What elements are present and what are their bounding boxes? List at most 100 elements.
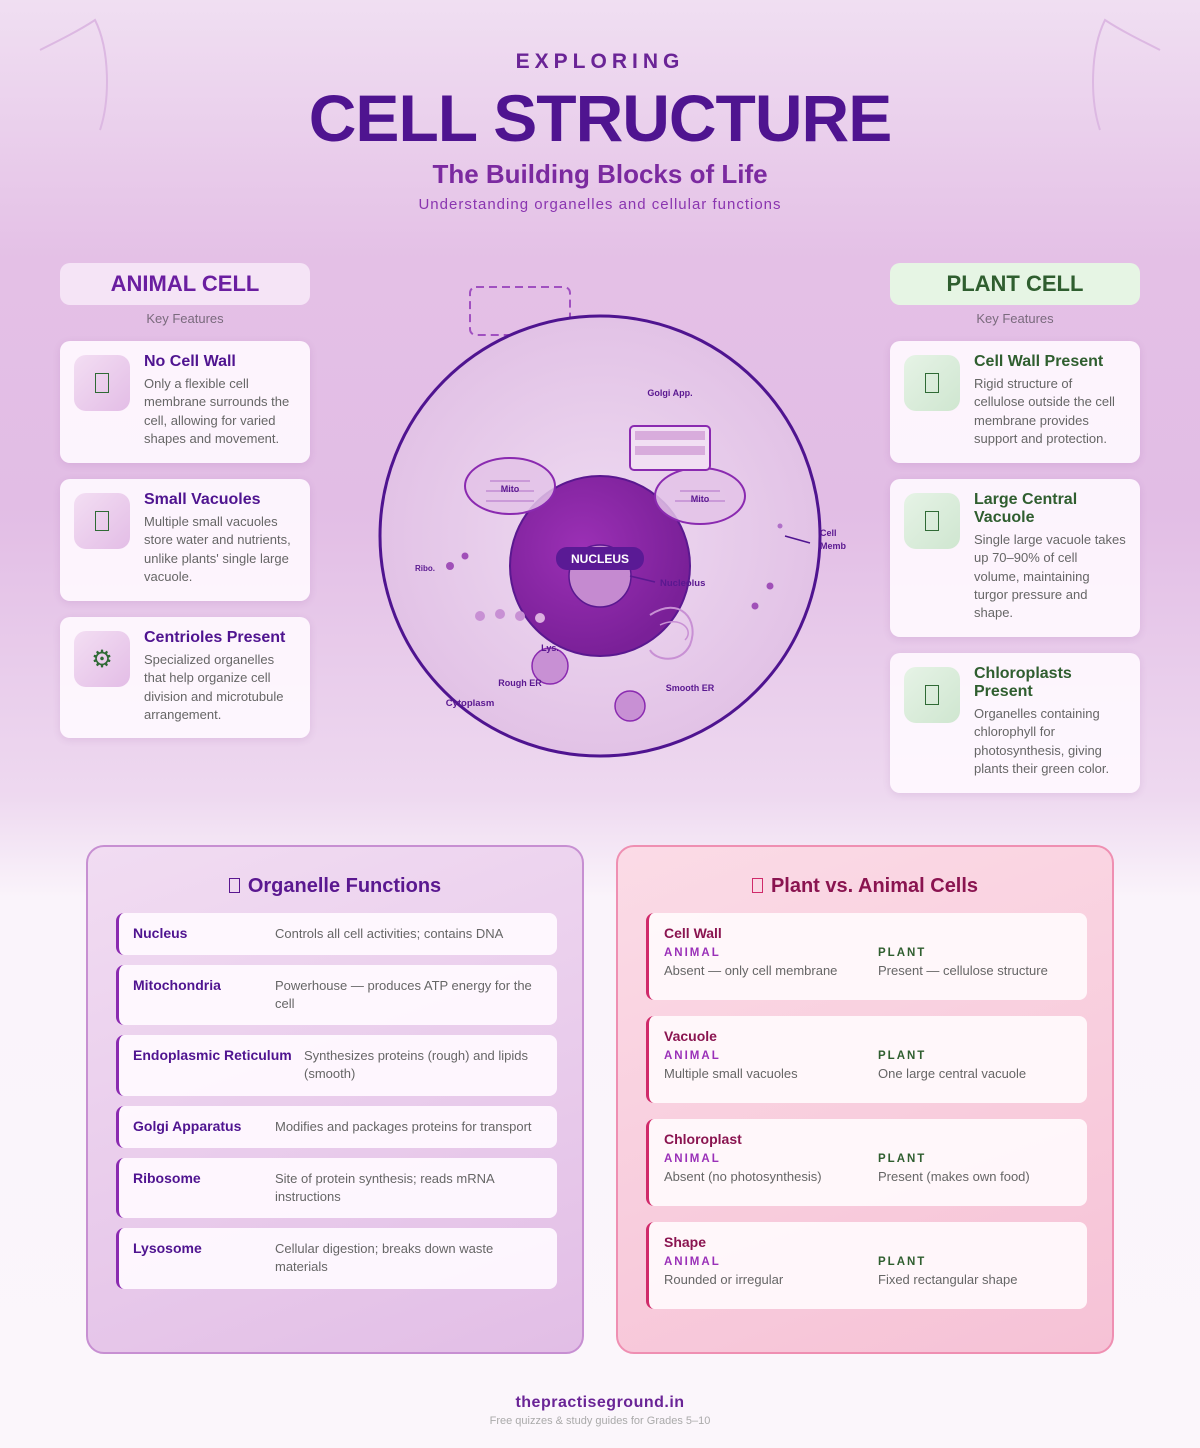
card-title: Small Vacuoles <box>144 491 261 508</box>
animal-label: ANIMAL <box>664 1153 721 1165</box>
smooth-er-label: Smooth ER <box>666 683 715 693</box>
organelle-desc: Powerhouse — produces ATP energy for the… <box>275 978 532 1011</box>
missing-glyph-icon <box>751 878 763 893</box>
table-row: Ribosome Site of protein synthesis; reads… <box>116 1158 557 1218</box>
organelle-name: Golgi Apparatus <box>133 1118 242 1134</box>
plant-value: Fixed rectangular shape <box>878 1272 1018 1287</box>
feature-name: Cell Wall <box>664 925 722 941</box>
card-title: Chloroplasts Present <box>974 665 1072 700</box>
organelle-name: Nucleus <box>133 925 188 941</box>
animal-value: Rounded or irregular <box>664 1272 784 1287</box>
animal-label: ANIMAL <box>664 947 721 959</box>
table-row: Lysosome Cellular digestion; breaks down … <box>116 1228 557 1289</box>
decorative-curves <box>39 18 1161 131</box>
missing-glyph-icon <box>904 493 960 549</box>
comparison-row: Cell Wall ANIMAL Absent — only cell membr… <box>646 913 1087 1000</box>
organelle-desc: Synthesizes proteins (rough) and lipids … <box>304 1048 529 1081</box>
comparison-row: Vacuole ANIMAL Multiple small vacuoles PL… <box>646 1016 1087 1103</box>
comparison-row: Shape ANIMAL Rounded or irregular PLANT Fi… <box>646 1222 1087 1309</box>
card-text: Specialized organelles that help organiz… <box>144 652 284 722</box>
missing-glyph-icon <box>74 493 130 549</box>
cytoplasm-label: Cytoplasm <box>446 698 495 709</box>
plant-value: One large central vacuole <box>878 1066 1027 1081</box>
smooth-er <box>649 606 694 660</box>
animal-value: Multiple small vacuoles <box>664 1066 798 1081</box>
card-title: Centrioles Present <box>144 629 286 646</box>
nucleus-label: NUCLEUS <box>571 552 629 566</box>
card-title: No Cell Wall <box>144 353 236 370</box>
organelle-name: Mitochondria <box>133 977 221 993</box>
animal-value: Absent (no photosynthesis) <box>664 1169 822 1184</box>
animal-feature-card: Small Vacuoles Multiple small vacuoles s… <box>60 479 310 601</box>
animal-label: ANIMAL <box>664 1256 721 1268</box>
gear-icon: ⚙ <box>74 631 130 687</box>
card-title: Cell Wall Present <box>974 353 1104 370</box>
card-text: Rigid structure of cellulose outside the… <box>974 376 1115 446</box>
feature-name: Shape <box>664 1234 707 1250</box>
animal-label: ANIMAL <box>664 1050 721 1062</box>
plant-cell-heading: PLANT CELL <box>890 263 1140 305</box>
organelle-name: Ribosome <box>133 1170 201 1186</box>
panel-title: Plant vs. Animal Cells <box>770 875 979 897</box>
plant-value: Present — cellulose structure <box>878 963 1048 978</box>
card-text: Only a flexible cell membrane surrounds … <box>144 376 290 446</box>
rough-er-label: Rough ER <box>498 678 542 688</box>
missing-glyph-icon <box>904 355 960 411</box>
feature-name: Vacuole <box>664 1028 717 1044</box>
missing-glyph-icon <box>904 667 960 723</box>
nucleus-badge <box>556 547 644 570</box>
missing-glyph-icon <box>74 355 130 411</box>
plant-key-features-label: Key Features <box>976 311 1054 326</box>
organelle-desc: Cellular digestion; breaks down waste ma… <box>275 1241 494 1274</box>
eyebrow: EXPLORING <box>515 50 685 73</box>
golgi-label: Golgi App. <box>647 388 692 398</box>
mitochondrion <box>464 457 556 515</box>
footer-site-link[interactable]: thepractiseground.in <box>515 1394 685 1411</box>
panel-title: Organelle Functions <box>247 875 442 897</box>
animal-key-features-label: Key Features <box>146 311 224 326</box>
cell-diagram: NUCLEUS Mito Mito Golgi App. Ribo. Cell … <box>378 286 847 758</box>
page-title: CELL STRUCTURE <box>308 81 892 155</box>
table-row: Mitochondria Powerhouse — produces ATP en… <box>116 965 557 1025</box>
mito-label: Mito <box>501 484 520 494</box>
animal-feature-card: ⚙ Centrioles Present Specialized organel… <box>60 617 310 738</box>
organelle-desc: Controls all cell activities; contains D… <box>275 926 504 941</box>
organelle-functions-panel: Organelle Functions Nucleus Controls all … <box>86 845 584 1354</box>
card-title: Large Central Vacuole <box>974 491 1078 526</box>
missing-glyph-icon <box>228 878 240 893</box>
animal-value: Absent — only cell membrane <box>664 963 838 978</box>
comparison-row: Chloroplast ANIMAL Absent (no photosynthe… <box>646 1119 1087 1206</box>
cell-membrane-label-2: Memb <box>820 541 847 551</box>
animal-feature-card: No Cell Wall Only a flexible cell membra… <box>60 341 310 463</box>
plant-label: PLANT <box>878 1153 927 1165</box>
lysosome <box>531 647 569 685</box>
table-row: Nucleus Controls all cell activities; con… <box>116 913 557 955</box>
comparison-panel: Plant vs. Animal Cells Cell Wall ANIMAL A… <box>616 845 1114 1354</box>
plant-value: Present (makes own food) <box>878 1169 1030 1184</box>
plant-label: PLANT <box>878 947 927 959</box>
plant-label: PLANT <box>878 1256 927 1268</box>
feature-name: Chloroplast <box>664 1131 742 1147</box>
card-text: Multiple small vacuoles store water and … <box>144 514 291 584</box>
footer-tagline: Free quizzes & study guides for Grades 5… <box>489 1415 711 1427</box>
plant-feature-card: Cell Wall Present Rigid structure of cel… <box>890 341 1140 463</box>
mito-label: Mito <box>691 494 710 504</box>
organelle-name: Lysosome <box>133 1240 202 1256</box>
page-subtitle: The Building Blocks of Life <box>432 159 768 189</box>
nucleolus-label: Nucleolus <box>660 578 705 589</box>
organelle-desc: Modifies and packages proteins for trans… <box>275 1119 532 1134</box>
animal-cell-heading: ANIMAL CELL <box>60 263 310 305</box>
table-row: Golgi Apparatus Modifies and packages pro… <box>116 1106 557 1148</box>
card-text: Organelles containing chlorophyll for ph… <box>974 706 1110 776</box>
lysosome-label: Lys. <box>541 643 559 653</box>
plant-feature-card: Chloroplasts Present Organelles containi… <box>890 653 1140 793</box>
vacuole <box>614 690 646 722</box>
tagline: Understanding organelles and cellular fu… <box>418 196 782 213</box>
card-text: Single large vacuole takes up 70–90% of … <box>974 532 1126 621</box>
ribosome-label: Ribo. <box>415 564 435 573</box>
plant-feature-card: Large Central Vacuole Single large vacuo… <box>890 479 1140 637</box>
cell-membrane-label-1: Cell <box>820 528 837 538</box>
organelle-desc: Site of protein synthesis; reads mRNA in… <box>275 1171 494 1204</box>
plant-label: PLANT <box>878 1050 927 1062</box>
